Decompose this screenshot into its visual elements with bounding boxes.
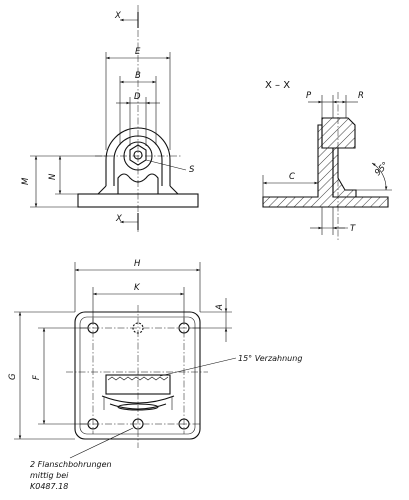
dim-label-t: T [350, 224, 356, 234]
dim-label-n: N [48, 173, 58, 180]
leader-flange-bores [69, 427, 134, 459]
leader-s [145, 159, 187, 171]
base-plate [77, 193, 199, 208]
flange-hole [132, 322, 144, 334]
dim-label-angle: 95° [373, 160, 391, 178]
mounting-hole [178, 322, 190, 334]
clamp-profile-mid [109, 403, 167, 410]
section-title: X – X [265, 80, 290, 91]
pivot-boss [123, 141, 153, 171]
dim-label-c: C [289, 172, 295, 182]
lower-saddle [117, 173, 159, 194]
clamp-profile-upper [101, 395, 175, 404]
note-flange-line1: 2 Flanschbohrungen [30, 460, 112, 469]
bracket-outline [105, 127, 171, 186]
angle-arc [371, 162, 388, 191]
front-view: X X E B D [21, 5, 199, 232]
dim-label-k: K [134, 283, 141, 293]
note-serration: 15° Verzahnung [238, 354, 302, 363]
plan-plate [74, 311, 201, 440]
fillet-left [97, 185, 107, 195]
clamp-ring [117, 403, 159, 411]
serration-teeth [107, 376, 169, 381]
plan-view: H K A G F 15° Verzahnung 2 Flanschbohrun… [8, 259, 302, 491]
dim-label-f: F [32, 375, 42, 380]
bracket-inner-arc [113, 135, 163, 186]
dim-label-g: G [8, 373, 18, 380]
dim-label-h: H [134, 259, 141, 269]
note-flange-line3: K0487.18 [30, 482, 68, 491]
plan-plate-chamfer [79, 316, 196, 435]
note-flange-line2: mittig bei [30, 471, 69, 480]
dim-label-r: R [358, 91, 364, 101]
fillet-right [169, 185, 179, 195]
mounting-hole [178, 418, 190, 430]
flange-hole [132, 418, 144, 430]
dim-label-p: P [306, 91, 312, 101]
dim-label-a: A [215, 304, 225, 311]
dim-label-m: M [21, 177, 31, 185]
nut-bore [133, 150, 143, 160]
dim-label-e: E [135, 47, 141, 57]
section-marker-top: X [114, 11, 121, 21]
leader-serration [159, 357, 237, 377]
section-view: X – X P R C T 95° [262, 80, 392, 240]
dim-label-b: B [135, 71, 141, 81]
section-marker-bottom: X [115, 214, 122, 224]
serration-block [105, 374, 171, 395]
dim-label-s: S [189, 165, 195, 175]
dim-label-d: D [134, 92, 141, 102]
